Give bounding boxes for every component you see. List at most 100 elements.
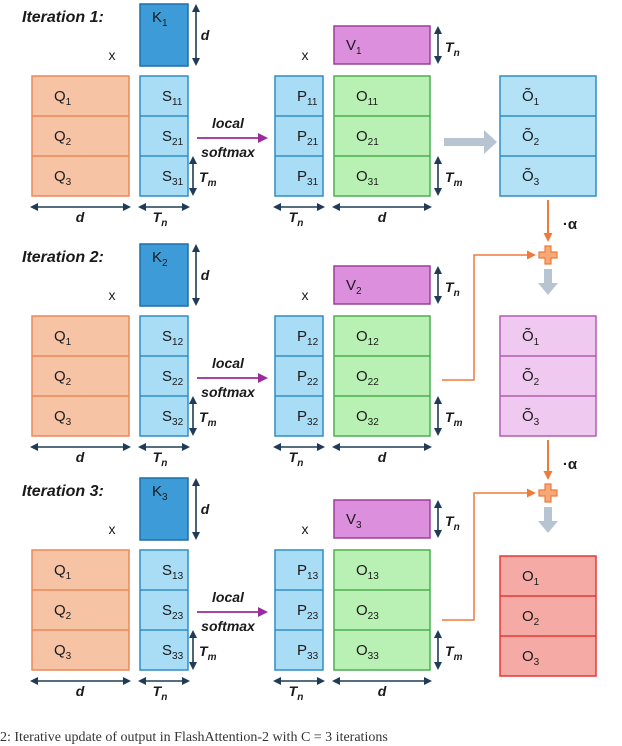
k-height-label: d xyxy=(201,501,210,517)
s-cell-S33: S33 xyxy=(162,642,184,662)
softmax-label: softmax xyxy=(201,618,256,634)
p-tn-label: Tn xyxy=(289,209,304,229)
k-block xyxy=(139,3,189,67)
s-tm-label: Tm xyxy=(199,169,217,189)
o-cell-O23: O23 xyxy=(356,602,379,622)
q-cell-Q2: Q2 xyxy=(54,368,72,388)
o-block xyxy=(333,315,431,437)
out-block xyxy=(499,555,597,677)
q-width-label: d xyxy=(76,209,85,225)
p-cell-P12: P12 xyxy=(297,328,319,348)
v-label: V3 xyxy=(346,511,362,531)
k-label: K2 xyxy=(152,249,168,269)
s-tm-label: Tm xyxy=(199,643,217,663)
v-block xyxy=(333,25,431,65)
accumulate-step-2: ·α xyxy=(442,440,578,621)
k-height-label: d xyxy=(201,27,210,43)
o-width-label: d xyxy=(378,209,387,225)
o-cell-O21: O21 xyxy=(356,128,379,148)
s-tn-label: Tn xyxy=(153,209,168,229)
q-cell-Q2: Q2 xyxy=(54,128,72,148)
s-block xyxy=(139,315,189,437)
v-tn-label: Tn xyxy=(445,279,460,299)
p-tn-label: Tn xyxy=(289,449,304,469)
s-cell-S13: S13 xyxy=(162,562,184,582)
p-cell-P22: P22 xyxy=(297,368,319,388)
v-label: V1 xyxy=(346,37,362,57)
q-cell-Q1: Q1 xyxy=(54,562,72,582)
k-block xyxy=(139,477,189,541)
p-cell-P33: P33 xyxy=(297,642,319,662)
p-cell-P32: P32 xyxy=(297,408,319,428)
k-label: K1 xyxy=(152,9,168,29)
q-cell-Q3: Q3 xyxy=(54,408,72,428)
out-cell-Õ1: Õ1 xyxy=(522,328,540,348)
q-block xyxy=(31,315,130,437)
o-tm-label: Tm xyxy=(445,409,463,429)
v-tn-label: Tn xyxy=(445,39,460,59)
p-cell-P21: P21 xyxy=(297,128,319,148)
o-cell-O32: O32 xyxy=(356,408,379,428)
p-cell-P11: P11 xyxy=(297,88,318,108)
iteration-title: Iteration 3: xyxy=(22,483,104,500)
multiply-sign-qk: x xyxy=(109,47,116,63)
figure-caption: 2: Iterative update of output in FlashAt… xyxy=(0,730,388,745)
s-cell-S31: S31 xyxy=(162,168,184,188)
o-cell-O11: O11 xyxy=(356,88,378,108)
o-width-label: d xyxy=(378,449,387,465)
out-cell-Õ3: Õ3 xyxy=(522,408,540,428)
out-cell-Õ2: Õ2 xyxy=(522,128,540,148)
s-tn-label: Tn xyxy=(153,683,168,703)
transfer-arrow-iteration-1 xyxy=(444,130,497,154)
q-width-label: d xyxy=(76,449,85,465)
out-cell-Õ1: Õ1 xyxy=(522,88,540,108)
o-tm-label: Tm xyxy=(445,643,463,663)
p-cell-P13: P13 xyxy=(297,562,319,582)
down-arrow xyxy=(538,507,558,533)
q-cell-Q3: Q3 xyxy=(54,168,72,188)
iteration-title: Iteration 1: xyxy=(22,9,104,26)
out-cell-O2: O2 xyxy=(522,608,540,628)
plus-icon xyxy=(538,483,558,503)
p-block xyxy=(274,549,324,671)
q-cell-Q1: Q1 xyxy=(54,88,72,108)
p-tn-label: Tn xyxy=(289,683,304,703)
o-cell-O22: O22 xyxy=(356,368,379,388)
q-width-label: d xyxy=(76,683,85,699)
q-cell-Q2: Q2 xyxy=(54,602,72,622)
p-block xyxy=(274,315,324,437)
s-cell-S23: S23 xyxy=(162,602,184,622)
out-cell-O3: O3 xyxy=(522,648,540,668)
multiply-sign-pv: x xyxy=(302,47,309,63)
merge-path-arrow xyxy=(442,250,536,381)
out-block xyxy=(499,315,597,437)
out-block xyxy=(499,75,597,197)
o-width-label: d xyxy=(378,683,387,699)
v-block xyxy=(333,499,431,539)
o-cell-O31: O31 xyxy=(356,168,379,188)
o-tm-label: Tm xyxy=(445,169,463,189)
v-tn-label: Tn xyxy=(445,513,460,533)
local-label: local xyxy=(212,589,245,605)
down-arrow xyxy=(538,269,558,295)
local-label: local xyxy=(212,115,245,131)
q-cell-Q1: Q1 xyxy=(54,328,72,348)
out-cell-O1: O1 xyxy=(522,568,540,588)
p-cell-P31: P31 xyxy=(297,168,319,188)
s-cell-S11: S11 xyxy=(162,88,183,108)
alpha-label: ·α xyxy=(563,216,578,233)
s-cell-S21: S21 xyxy=(162,128,184,148)
o-cell-O33: O33 xyxy=(356,642,379,662)
s-block xyxy=(139,75,189,197)
q-block xyxy=(31,549,130,671)
alpha-label: ·α xyxy=(563,456,578,473)
plus-icon xyxy=(538,245,558,265)
multiply-sign-qk: x xyxy=(109,521,116,537)
